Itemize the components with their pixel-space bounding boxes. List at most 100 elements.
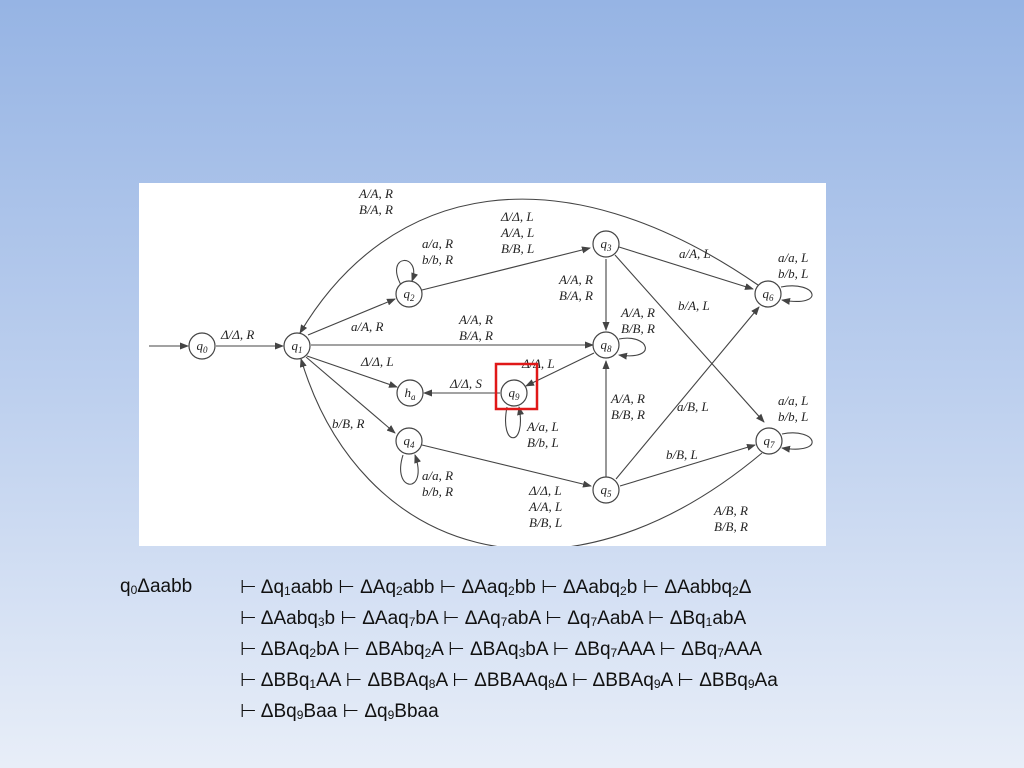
svg-text:q7: q7	[764, 433, 776, 450]
trace-segment: abA	[712, 608, 747, 629]
state-q7[interactable]: q7	[755, 427, 783, 455]
edge-label-q3-q7: b/A, L	[678, 298, 710, 313]
trace-segment: AAA	[723, 639, 762, 660]
edge-q5-q7	[619, 443, 756, 487]
edge-label-q1-ha: Δ/Δ, L	[360, 354, 394, 369]
svg-text:q2: q2	[404, 286, 416, 303]
edge-label-q9-ha: Δ/Δ, S	[449, 376, 482, 391]
edges	[149, 198, 813, 546]
trace-segment: bA ⊢ ΔBq	[525, 639, 611, 660]
state-subscript: 1	[309, 677, 317, 691]
trace-segment: Baa ⊢ Δq	[303, 701, 388, 722]
edge-q2-q3	[421, 246, 591, 291]
state-subscript: 0	[130, 583, 138, 597]
state-subscript: 3	[317, 615, 325, 629]
trace-segment: AAA ⊢ ΔBq	[617, 639, 718, 660]
state-subscript: 9	[387, 708, 395, 722]
trace-segment: A ⊢ ΔBBAAq	[435, 670, 549, 691]
trace-line-3: ⊢ ΔBAq2bA ⊢ ΔBAbq2A ⊢ ΔBAq3bA ⊢ ΔBq7AAA …	[240, 639, 762, 661]
state-subscript: 1	[705, 615, 713, 629]
trace-segment: ⊢ ΔBAq	[240, 639, 310, 660]
edge-label-q3-q6: a/A, L	[679, 246, 711, 261]
svg-text:q6: q6	[763, 286, 775, 303]
edge-q6-loop	[780, 285, 813, 305]
state-subscript: 2	[620, 584, 627, 598]
svg-text:ha: ha	[405, 385, 417, 402]
state-q2[interactable]: q2	[395, 280, 423, 308]
trace-start-config: q0Δaabb	[120, 576, 192, 598]
edge-q7-q1	[299, 358, 763, 546]
edge-q1-q4	[305, 356, 396, 434]
edge-label-q5-q6: a/B, L	[677, 399, 709, 414]
trace-segment: A ⊢ ΔBAq	[431, 639, 519, 660]
edge-label-q5-q7: b/B, L	[666, 447, 698, 462]
trace-segment: q	[120, 576, 131, 597]
edge-label-q1-q2: a/A, R	[351, 319, 384, 334]
edge-q4-loop	[400, 454, 421, 485]
trace-segment: ⊢ ΔAabq	[240, 608, 318, 629]
state-subscript: 7	[500, 615, 508, 629]
svg-text:q0: q0	[197, 338, 209, 355]
trace-segment: ⊢ ΔBq	[240, 701, 297, 722]
state-q1[interactable]: q1	[283, 332, 311, 360]
edge-q1-q2	[307, 298, 396, 336]
state-ha[interactable]: ha	[396, 379, 424, 407]
state-subscript: 2	[424, 646, 432, 660]
state-q8[interactable]: q8	[592, 331, 620, 359]
trace-segment: abA ⊢ Δq	[507, 608, 591, 629]
state-q3[interactable]: q3	[592, 230, 620, 258]
trace-segment: bA ⊢ ΔBAbq	[316, 639, 425, 660]
trace-segment: ⊢ ΔBBq	[240, 670, 310, 691]
state-subscript: 2	[396, 584, 403, 598]
trace-segment: b ⊢ ΔAaq	[324, 608, 409, 629]
state-subscript: 2	[732, 584, 739, 598]
states: q0 q1 q2 q3 q4 q5 q6 q7	[188, 230, 783, 504]
state-q5[interactable]: q5	[592, 476, 620, 504]
edge-q7-loop	[781, 432, 813, 453]
q9-highlight-box	[494, 362, 539, 411]
trace-segment: Bbaa	[394, 701, 439, 722]
state-q9[interactable]: q9	[500, 379, 528, 407]
state-subscript: 2	[309, 646, 317, 660]
edge-q3-q7	[614, 254, 765, 423]
edge-q8-loop	[618, 337, 646, 360]
trace-segment: b ⊢ ΔAabbq	[626, 577, 733, 598]
edge-q5-q6	[615, 306, 760, 480]
trace-segment: A ⊢ ΔBBq	[660, 670, 748, 691]
state-subscript: 7	[610, 646, 618, 660]
svg-text:q9: q9	[509, 385, 521, 402]
state-q0[interactable]: q0	[188, 332, 216, 360]
edge-label-q0-q1: Δ/Δ, R	[220, 327, 254, 342]
trace-segment: Δaabb	[137, 576, 193, 597]
edge-label-q1-q4: b/B, R	[332, 416, 365, 431]
svg-text:q5: q5	[601, 482, 613, 499]
state-q4[interactable]: q4	[395, 427, 423, 455]
trace-segment: Aa	[754, 670, 778, 691]
edge-q3-q6	[618, 246, 754, 290]
state-q6[interactable]: q6	[754, 280, 782, 308]
trace-segment: AabA ⊢ ΔBq	[597, 608, 706, 629]
trace-line-5: ⊢ ΔBq9Baa ⊢ Δq9Bbaa	[240, 701, 439, 723]
trace-segment: Δ ⊢ ΔBBAq	[554, 670, 654, 691]
edge-q2-loop	[396, 260, 418, 286]
trace-segment: ⊢ Δq	[240, 577, 285, 598]
state-subscript: 7	[590, 615, 598, 629]
trace-segment: AA ⊢ ΔBBAq	[316, 670, 429, 691]
state-subscript: 7	[408, 615, 416, 629]
state-subscript: 9	[653, 677, 661, 691]
trace-segment: aabb ⊢ ΔAq	[290, 577, 397, 598]
edge-q6-q1	[299, 198, 759, 334]
